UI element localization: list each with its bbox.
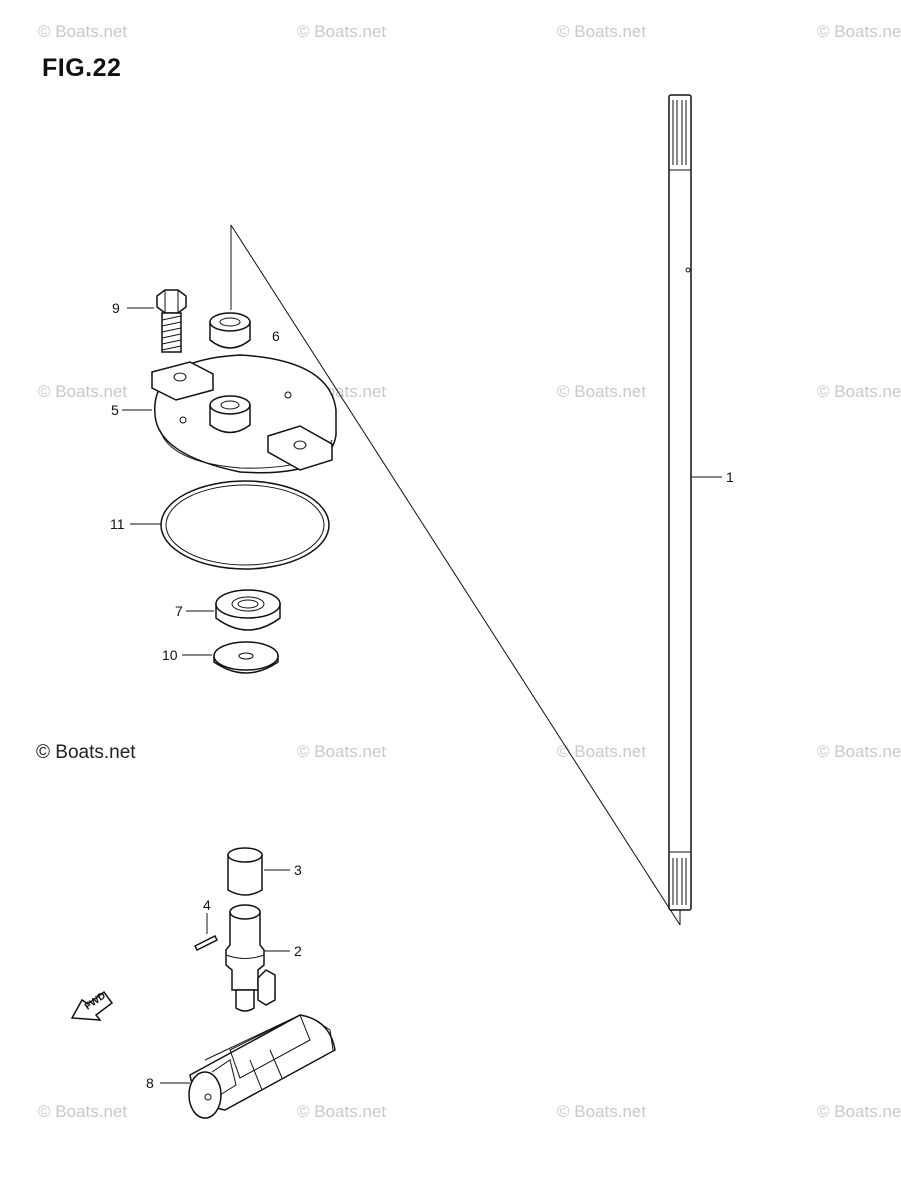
part-7-bearing[interactable] bbox=[215, 589, 281, 631]
watermark: © Boats.net bbox=[817, 22, 901, 41]
watermark: © Boats.net bbox=[817, 742, 901, 761]
assembly-line bbox=[230, 224, 681, 926]
callout-9[interactable]: 9 bbox=[112, 300, 120, 316]
part-6-bushing[interactable] bbox=[209, 312, 251, 349]
watermark: © Boats.net bbox=[38, 1102, 128, 1121]
part-3-bushing[interactable] bbox=[227, 847, 263, 896]
fwd-arrow-icon bbox=[70, 990, 114, 1021]
watermark: © Boats.net bbox=[297, 742, 387, 761]
part-9-bolt[interactable] bbox=[156, 289, 187, 353]
callout-5[interactable]: 5 bbox=[111, 402, 119, 418]
part-5-case[interactable] bbox=[151, 354, 337, 474]
copyright-notice: © Boats.net bbox=[36, 742, 136, 763]
part-10-washer[interactable] bbox=[213, 641, 279, 674]
watermark: © Boats.net bbox=[557, 742, 647, 761]
part-1-shaft[interactable] bbox=[668, 94, 692, 911]
part-4-pin[interactable] bbox=[193, 934, 219, 952]
callout-3[interactable]: 3 bbox=[294, 862, 302, 878]
callout-10[interactable]: 10 bbox=[162, 647, 178, 663]
watermark: © Boats.net bbox=[557, 1102, 647, 1121]
part-11-o-ring[interactable] bbox=[160, 480, 330, 570]
watermark: © Boats.net bbox=[38, 22, 128, 41]
watermark: © Boats.net bbox=[817, 382, 901, 401]
callout-2[interactable]: 2 bbox=[294, 943, 302, 959]
callout-4[interactable]: 4 bbox=[203, 897, 211, 913]
watermark: © Boats.net bbox=[297, 1102, 387, 1121]
watermark: © Boats.net bbox=[557, 22, 647, 41]
watermark: © Boats.net bbox=[817, 1102, 901, 1121]
callout-11[interactable]: 11 bbox=[110, 516, 125, 532]
callout-6[interactable]: 6 bbox=[272, 328, 280, 344]
watermark: © Boats.net bbox=[557, 382, 647, 401]
part-2-shift-rod[interactable] bbox=[225, 904, 276, 1012]
watermark: © Boats.net bbox=[297, 22, 387, 41]
watermark: © Boats.net bbox=[38, 382, 128, 401]
callout-8[interactable]: 8 bbox=[146, 1075, 154, 1091]
callout-1[interactable]: 1 bbox=[726, 469, 734, 485]
callout-7[interactable]: 7 bbox=[175, 603, 183, 619]
part-8-clutch-dog[interactable] bbox=[188, 1014, 336, 1119]
figure-title: FIG.22 bbox=[42, 54, 122, 82]
